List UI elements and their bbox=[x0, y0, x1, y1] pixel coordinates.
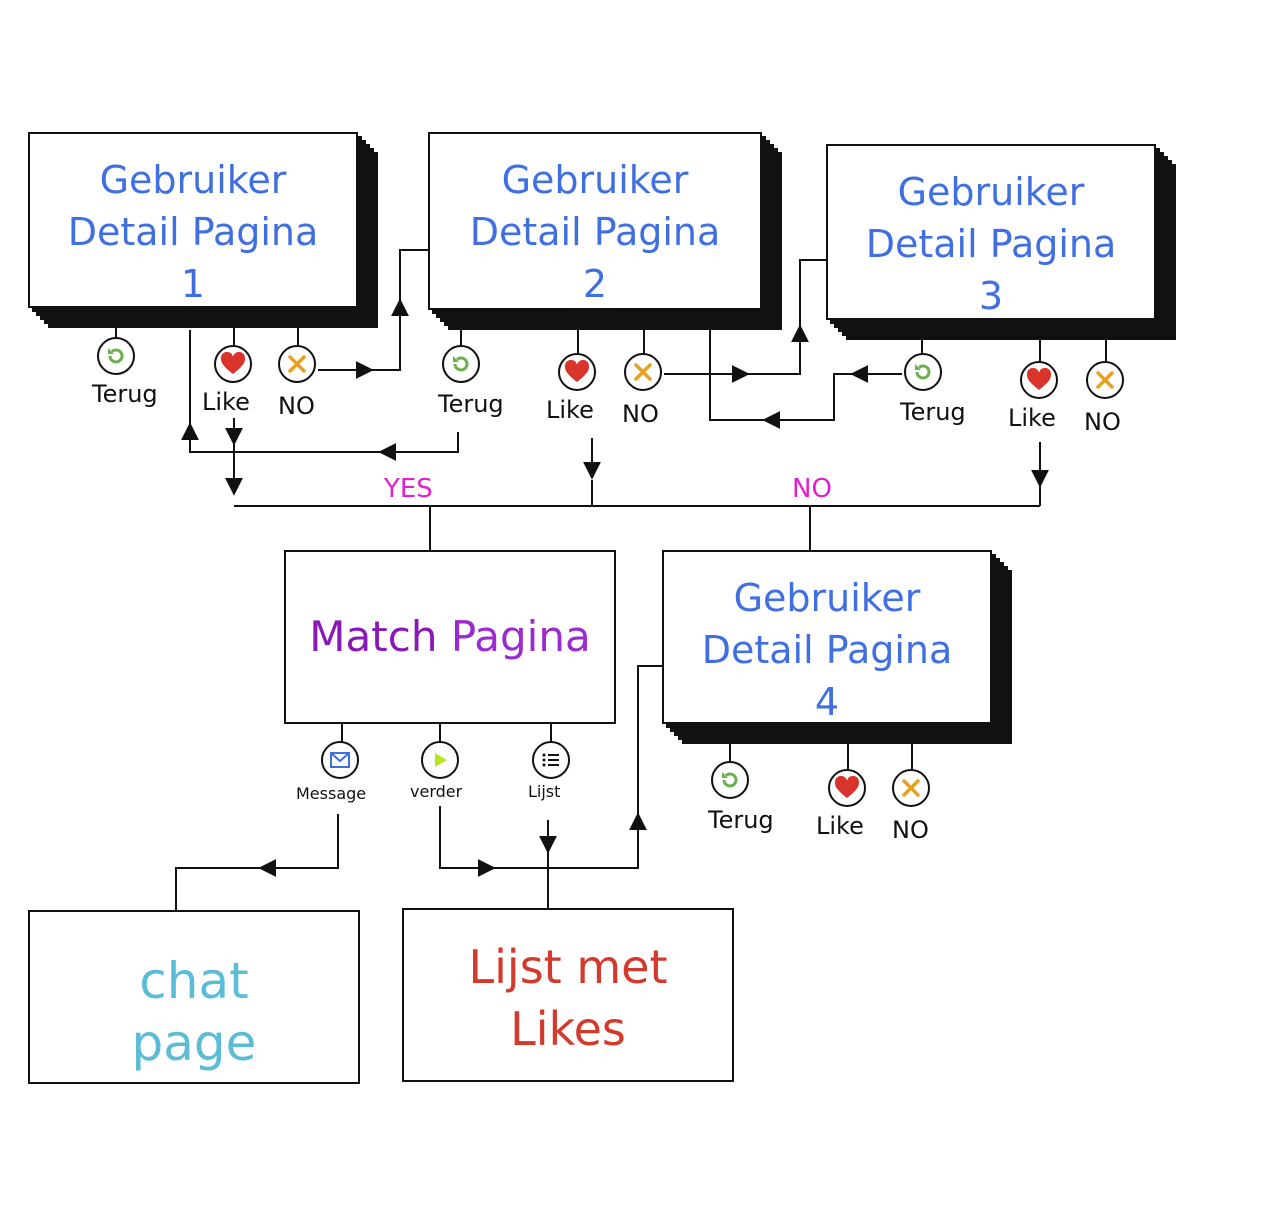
terug-button[interactable] bbox=[711, 761, 749, 799]
likes-list-frame: Lijst met Likes bbox=[402, 908, 734, 1082]
like-label: Like bbox=[202, 388, 250, 416]
title-line-1: Gebruiker bbox=[733, 576, 921, 620]
heart-icon bbox=[1026, 368, 1052, 390]
terug-button[interactable] bbox=[442, 345, 480, 383]
x-icon bbox=[902, 779, 920, 797]
back-arrow-icon bbox=[722, 772, 738, 788]
like-button[interactable] bbox=[828, 769, 866, 807]
title-line-2: Detail Pagina bbox=[67, 210, 319, 254]
chat-line-2: page bbox=[131, 1014, 257, 1072]
list-icon bbox=[542, 753, 559, 767]
message-button[interactable] bbox=[321, 741, 359, 779]
no-button[interactable] bbox=[892, 769, 930, 807]
likes-line-1: Lijst met bbox=[468, 940, 668, 994]
chat-page-frame: chat page bbox=[28, 910, 360, 1084]
match-page-frame: Match Pagina bbox=[284, 550, 616, 724]
title-line-1: Gebruiker bbox=[897, 170, 1085, 214]
title-line-3: 1 bbox=[180, 262, 206, 306]
no-button[interactable] bbox=[278, 345, 316, 383]
chat-line-1: chat bbox=[139, 952, 249, 1010]
title-line-1: Gebruiker bbox=[99, 158, 287, 202]
terug-label: Terug bbox=[92, 380, 158, 408]
terug-button[interactable] bbox=[97, 337, 135, 375]
back-arrow-icon bbox=[453, 356, 469, 372]
detail-page-3-title: Gebruiker Detail Pagina 3 bbox=[828, 166, 1154, 322]
back-arrow-icon bbox=[108, 348, 124, 364]
heart-icon bbox=[220, 352, 246, 374]
like-button[interactable] bbox=[214, 345, 252, 383]
title-line-2: Detail Pagina bbox=[469, 210, 721, 254]
yes-branch-label: YES bbox=[384, 474, 433, 504]
like-button[interactable] bbox=[1020, 361, 1058, 399]
lijst-label: Lijst bbox=[528, 782, 561, 801]
detail-page-3-frame: Gebruiker Detail Pagina 3 bbox=[826, 144, 1156, 320]
title-line-3: 2 bbox=[582, 262, 608, 306]
match-page-title: Match Pagina bbox=[286, 612, 614, 661]
pagina-word: Pagina bbox=[450, 612, 591, 661]
like-label: Like bbox=[546, 396, 594, 424]
message-label: Message bbox=[296, 784, 367, 803]
detail-page-4-frame: Gebruiker Detail Pagina 4 bbox=[662, 550, 992, 724]
chat-page-title: chat page bbox=[30, 950, 358, 1074]
title-line-3: 4 bbox=[814, 680, 840, 724]
match-word: Match bbox=[309, 612, 438, 661]
verder-button[interactable] bbox=[421, 741, 459, 779]
detail-page-4-title: Gebruiker Detail Pagina 4 bbox=[664, 572, 990, 728]
detail-page-1-frame: Gebruiker Detail Pagina 1 bbox=[28, 132, 358, 308]
title-line-1: Gebruiker bbox=[501, 158, 689, 202]
like-label: Like bbox=[816, 812, 864, 840]
verder-label: verder bbox=[410, 782, 463, 801]
no-button[interactable] bbox=[624, 353, 662, 391]
no-label: NO bbox=[622, 400, 659, 428]
detail-page-1-title: Gebruiker Detail Pagina 1 bbox=[30, 154, 356, 310]
lijst-button[interactable] bbox=[532, 741, 570, 779]
terug-label: Terug bbox=[438, 390, 504, 418]
x-icon bbox=[1096, 371, 1114, 389]
likes-line-2: Likes bbox=[510, 1002, 626, 1056]
envelope-icon bbox=[330, 752, 350, 768]
terug-label: Terug bbox=[900, 398, 966, 426]
terug-button[interactable] bbox=[904, 353, 942, 391]
no-branch-label: NO bbox=[792, 474, 832, 504]
like-button[interactable] bbox=[558, 353, 596, 391]
no-label: NO bbox=[1084, 408, 1121, 436]
back-arrow-icon bbox=[915, 364, 931, 380]
heart-icon bbox=[564, 360, 590, 382]
title-line-2: Detail Pagina bbox=[701, 628, 953, 672]
detail-page-2-title: Gebruiker Detail Pagina 2 bbox=[430, 154, 760, 310]
heart-icon bbox=[834, 776, 860, 798]
terug-label: Terug bbox=[708, 806, 774, 834]
likes-list-title: Lijst met Likes bbox=[404, 936, 732, 1060]
x-icon bbox=[634, 363, 652, 381]
no-label: NO bbox=[278, 392, 315, 420]
no-label: NO bbox=[892, 816, 929, 844]
title-line-3: 3 bbox=[978, 274, 1004, 318]
title-line-2: Detail Pagina bbox=[865, 222, 1117, 266]
x-icon bbox=[288, 355, 306, 373]
play-icon bbox=[435, 753, 447, 767]
no-button[interactable] bbox=[1086, 361, 1124, 399]
like-label: Like bbox=[1008, 404, 1056, 432]
detail-page-2-frame: Gebruiker Detail Pagina 2 bbox=[428, 132, 762, 310]
